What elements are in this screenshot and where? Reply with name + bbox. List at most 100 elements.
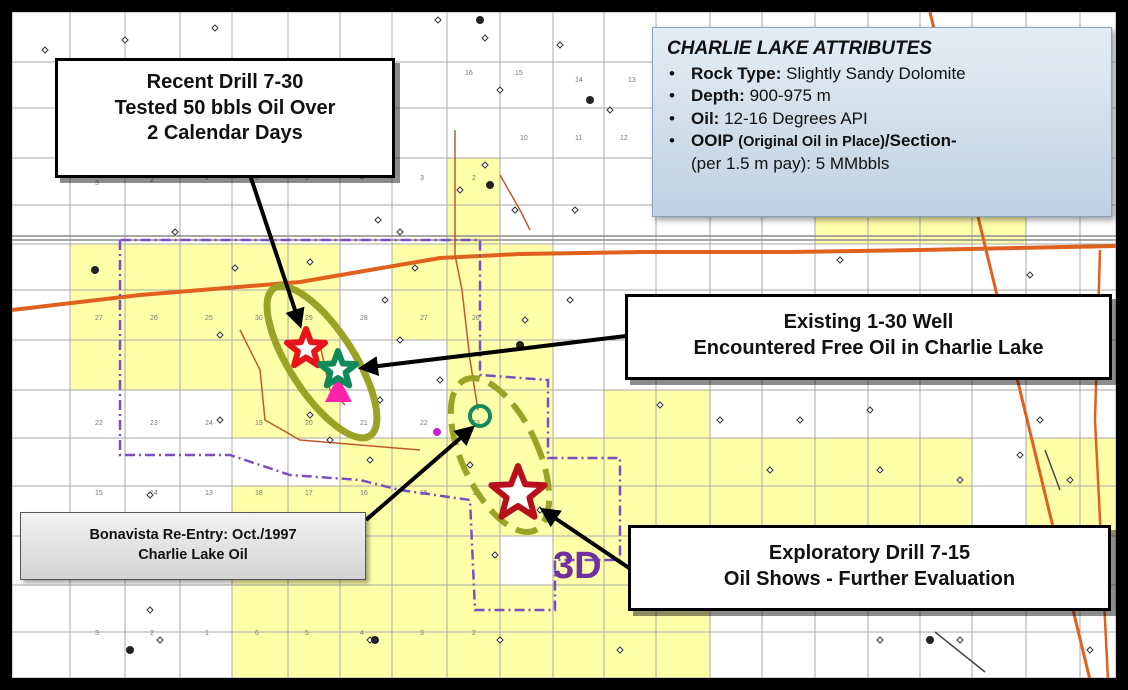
well-symbol	[146, 491, 154, 499]
dry-hole-symbol	[586, 96, 594, 104]
section-number: 16	[360, 490, 368, 497]
unit-boundary	[118, 238, 622, 612]
existing-well-line-1: Existing 1-30 Well	[783, 311, 954, 333]
section-number: 14	[575, 77, 583, 84]
well-symbol	[716, 416, 724, 424]
well-symbol	[876, 466, 884, 474]
exploratory-drill-star-icon	[488, 463, 548, 520]
section-number: 6	[255, 175, 259, 182]
well-symbol	[156, 636, 164, 644]
well-symbol	[836, 256, 844, 264]
rock-type-label: Rock Type:	[691, 64, 782, 83]
section-number: 11	[575, 135, 582, 142]
section-number: 2	[472, 175, 476, 182]
well-symbol	[571, 206, 579, 214]
well-symbol	[456, 186, 464, 194]
section-number: 6	[255, 630, 259, 637]
section-number: 15	[515, 70, 523, 77]
well-symbol	[211, 24, 219, 32]
well-symbol	[616, 646, 624, 654]
well-symbol	[491, 551, 499, 559]
well-symbol	[481, 34, 489, 42]
well-symbol	[956, 476, 964, 484]
existing-well-line-2: Encountered Free Oil in Charlie Lake	[693, 336, 1044, 359]
well-symbol	[1036, 416, 1044, 424]
well-symbol	[216, 331, 224, 339]
existing-well-star-icon	[316, 348, 360, 389]
well-symbol	[216, 416, 224, 424]
well-symbol	[481, 161, 489, 169]
bonavista-callout: Bonavista Re-Entry: Oct./1997 Charlie La…	[20, 512, 366, 580]
main-pipeline	[11, 244, 1117, 312]
well-symbol	[656, 401, 664, 409]
target-ellipse-7-30	[263, 282, 381, 442]
callout-arrow	[539, 507, 634, 572]
section-number: 14	[150, 490, 158, 497]
section-number: 12	[620, 135, 628, 142]
ooip-section-label: /Section-	[884, 131, 957, 151]
well-symbol	[606, 106, 614, 114]
well-symbol	[511, 206, 519, 214]
rock-type-value: Slightly Sandy Dolomite	[786, 64, 966, 83]
recent-drill-star-icon	[284, 326, 328, 369]
section-number: 13	[628, 77, 636, 84]
section-number: 19	[255, 420, 263, 427]
target-ellipse-7-15	[447, 375, 553, 535]
depth-value: 900-975 m	[749, 86, 831, 106]
section-number: 3	[95, 180, 99, 187]
section-number: 2	[150, 630, 154, 637]
section-number: 3	[95, 630, 99, 637]
dry-hole-symbol	[926, 636, 934, 644]
recent-drill-line-3: 2 Calendar Days	[147, 122, 303, 145]
ooip-label: OOIP	[691, 131, 734, 151]
depth-label: Depth:	[691, 86, 745, 106]
ooip-expansion: (Original Oil in Place)	[738, 134, 885, 151]
well-symbol	[396, 228, 404, 236]
well-symbol	[876, 636, 884, 644]
recent-drill-callout: Recent Drill 7-30 Tested 50 bbls Oil Ove…	[55, 58, 395, 178]
section-number: 29	[305, 315, 313, 322]
well-symbol	[376, 396, 384, 404]
section-number: 13	[205, 490, 213, 497]
section-number: 24	[205, 420, 213, 427]
well-symbol	[1066, 476, 1074, 484]
section-number: 30	[255, 315, 263, 322]
callout-arrow	[243, 159, 305, 329]
exploratory-drill-line-1: Exploratory Drill 7-15	[768, 542, 971, 564]
bonavista-reentry-circle-icon	[468, 404, 492, 428]
well-symbol	[466, 461, 474, 469]
section-number: 27	[420, 315, 428, 322]
section-number: 25	[205, 315, 213, 322]
attribute-oil: Oil: 12-16 Degrees API	[667, 108, 1097, 131]
well-symbol	[796, 416, 804, 424]
well-symbol	[556, 41, 564, 49]
recent-drill-line-1: Recent Drill 7-30	[146, 71, 304, 93]
land-parcel	[447, 158, 500, 244]
well-symbol	[436, 376, 444, 384]
well-symbol	[1026, 271, 1034, 279]
well-symbol	[41, 46, 49, 54]
section-number: 5	[305, 630, 309, 637]
section-number: 1	[205, 630, 209, 637]
section-number: 5	[305, 175, 309, 182]
bonavista-triangle-icon	[325, 376, 352, 402]
section-number: 28	[360, 315, 368, 322]
bonavista-line-1: Bonavista Re-Entry: Oct./1997	[89, 527, 297, 543]
directional-well-path	[1044, 449, 1061, 491]
well-symbol	[766, 466, 774, 474]
well-symbol	[956, 636, 964, 644]
section-number: 15	[95, 490, 103, 497]
exploratory-drill-callout: Exploratory Drill 7-15 Oil Shows - Furth…	[628, 525, 1111, 611]
section-number: 22	[420, 420, 428, 427]
section-number: 3	[420, 630, 424, 637]
oil-label: Oil:	[691, 108, 720, 128]
well-symbol	[366, 456, 374, 464]
well-symbol	[434, 16, 442, 24]
exploratory-drill-line-2: Oil Shows - Further Evaluation	[723, 567, 1016, 590]
well-symbol	[171, 228, 179, 236]
land-parcel	[815, 438, 972, 536]
well-symbol	[566, 296, 574, 304]
section-number: 21	[360, 420, 368, 427]
